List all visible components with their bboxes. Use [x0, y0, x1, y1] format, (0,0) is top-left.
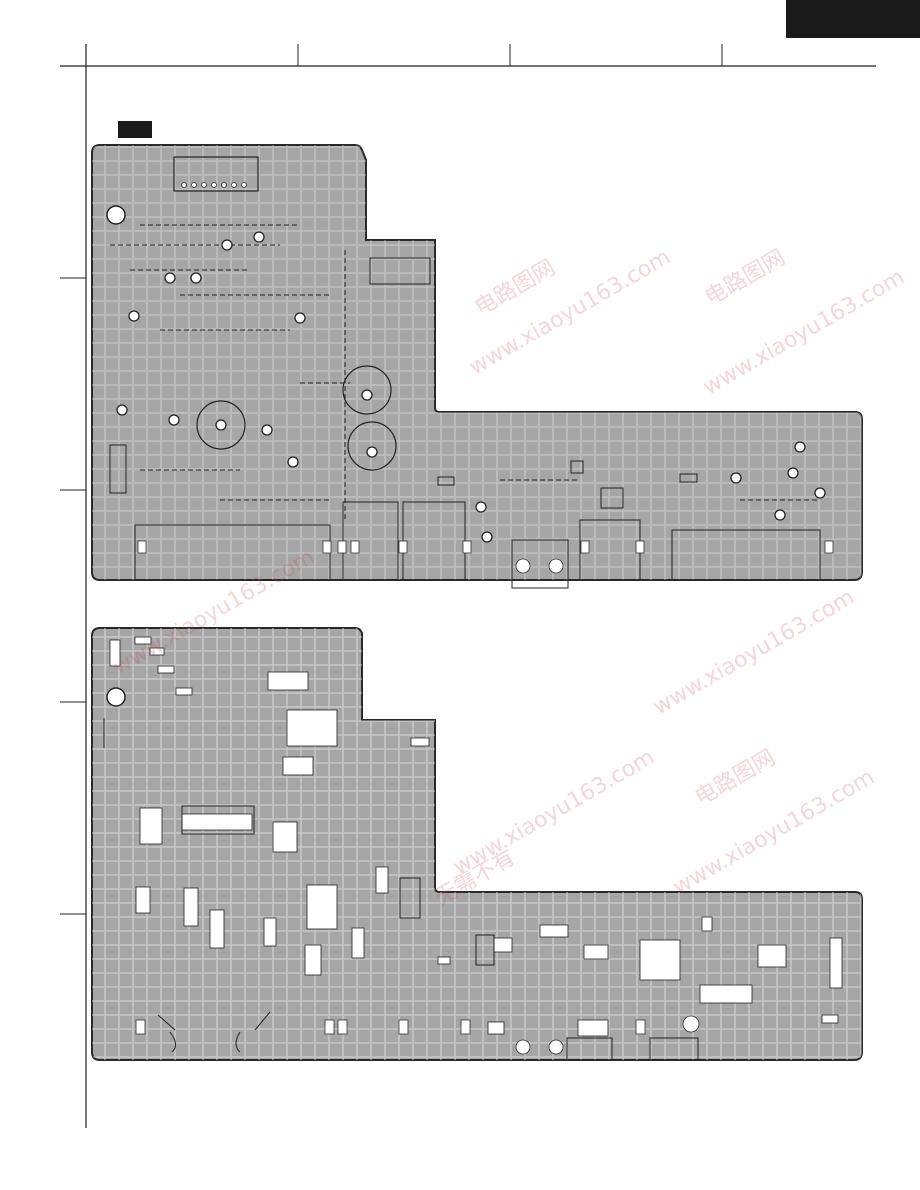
jumper-wires-top: [110, 224, 820, 520]
pads-bottom: [135, 1015, 700, 1055]
mount-hole-top: [106, 205, 126, 225]
header-tab: [786, 0, 920, 38]
large-capacitor-1: [196, 400, 246, 450]
outline-boxes-bottom: [181, 805, 699, 1061]
smd-parts-bottom: [109, 636, 843, 1037]
pcb-tag: [118, 121, 152, 138]
large-capacitor-2: [342, 365, 392, 415]
connector-header-top: [173, 156, 259, 192]
pads-top: [137, 540, 834, 574]
board-bottom: [91, 627, 863, 1061]
leader-lines-bottom: [103, 718, 271, 1053]
mount-hole-bottom: [106, 687, 126, 707]
large-capacitor-3: [347, 421, 397, 471]
small-capacitors-top: [116, 231, 826, 543]
board-top: [91, 144, 863, 589]
